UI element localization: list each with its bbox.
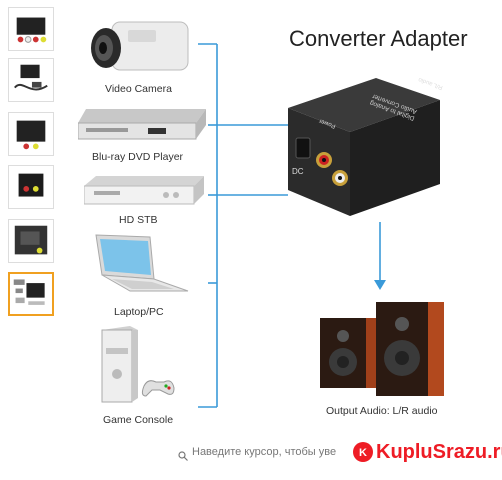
product-diagram: Converter Adapter Video Camera Blu-ray D… [70, 0, 502, 480]
game-console-icon [100, 324, 176, 406]
device-label: Laptop/PC [114, 306, 164, 318]
watermark-logo: K [352, 441, 374, 463]
thumbnail-2[interactable] [8, 58, 54, 102]
dvd-player-icon [77, 103, 210, 145]
svg-text:K: K [359, 447, 367, 459]
thumbnail-1[interactable] [8, 7, 54, 51]
device-label: Game Console [103, 414, 174, 426]
thumbnail-4[interactable] [8, 165, 54, 209]
thumbnail-5[interactable] [8, 219, 54, 263]
speakers-icon [316, 300, 450, 400]
device-label: Blu-ray DVD Player [92, 151, 184, 163]
page-title: Converter Adapter [289, 26, 468, 51]
converter-adapter [282, 76, 446, 224]
adapter-dc-label: DC [292, 167, 304, 176]
video-camera-icon [88, 14, 196, 78]
output-label: Output Audio: L/R audio [326, 405, 438, 417]
device-label: HD STB [119, 214, 158, 226]
thumbnail-6-selected[interactable] [8, 272, 54, 316]
set-top-box-icon [83, 172, 204, 208]
device-label: Video Camera [105, 83, 172, 95]
search-icon [178, 448, 188, 461]
watermark: KupluSrazu.ru [376, 441, 502, 463]
laptop-icon [90, 233, 190, 303]
thumbnail-3[interactable] [8, 112, 54, 156]
hover-zoom-hint: Наведите курсор, чтобы уве [192, 446, 337, 458]
connector-lines [198, 43, 386, 408]
